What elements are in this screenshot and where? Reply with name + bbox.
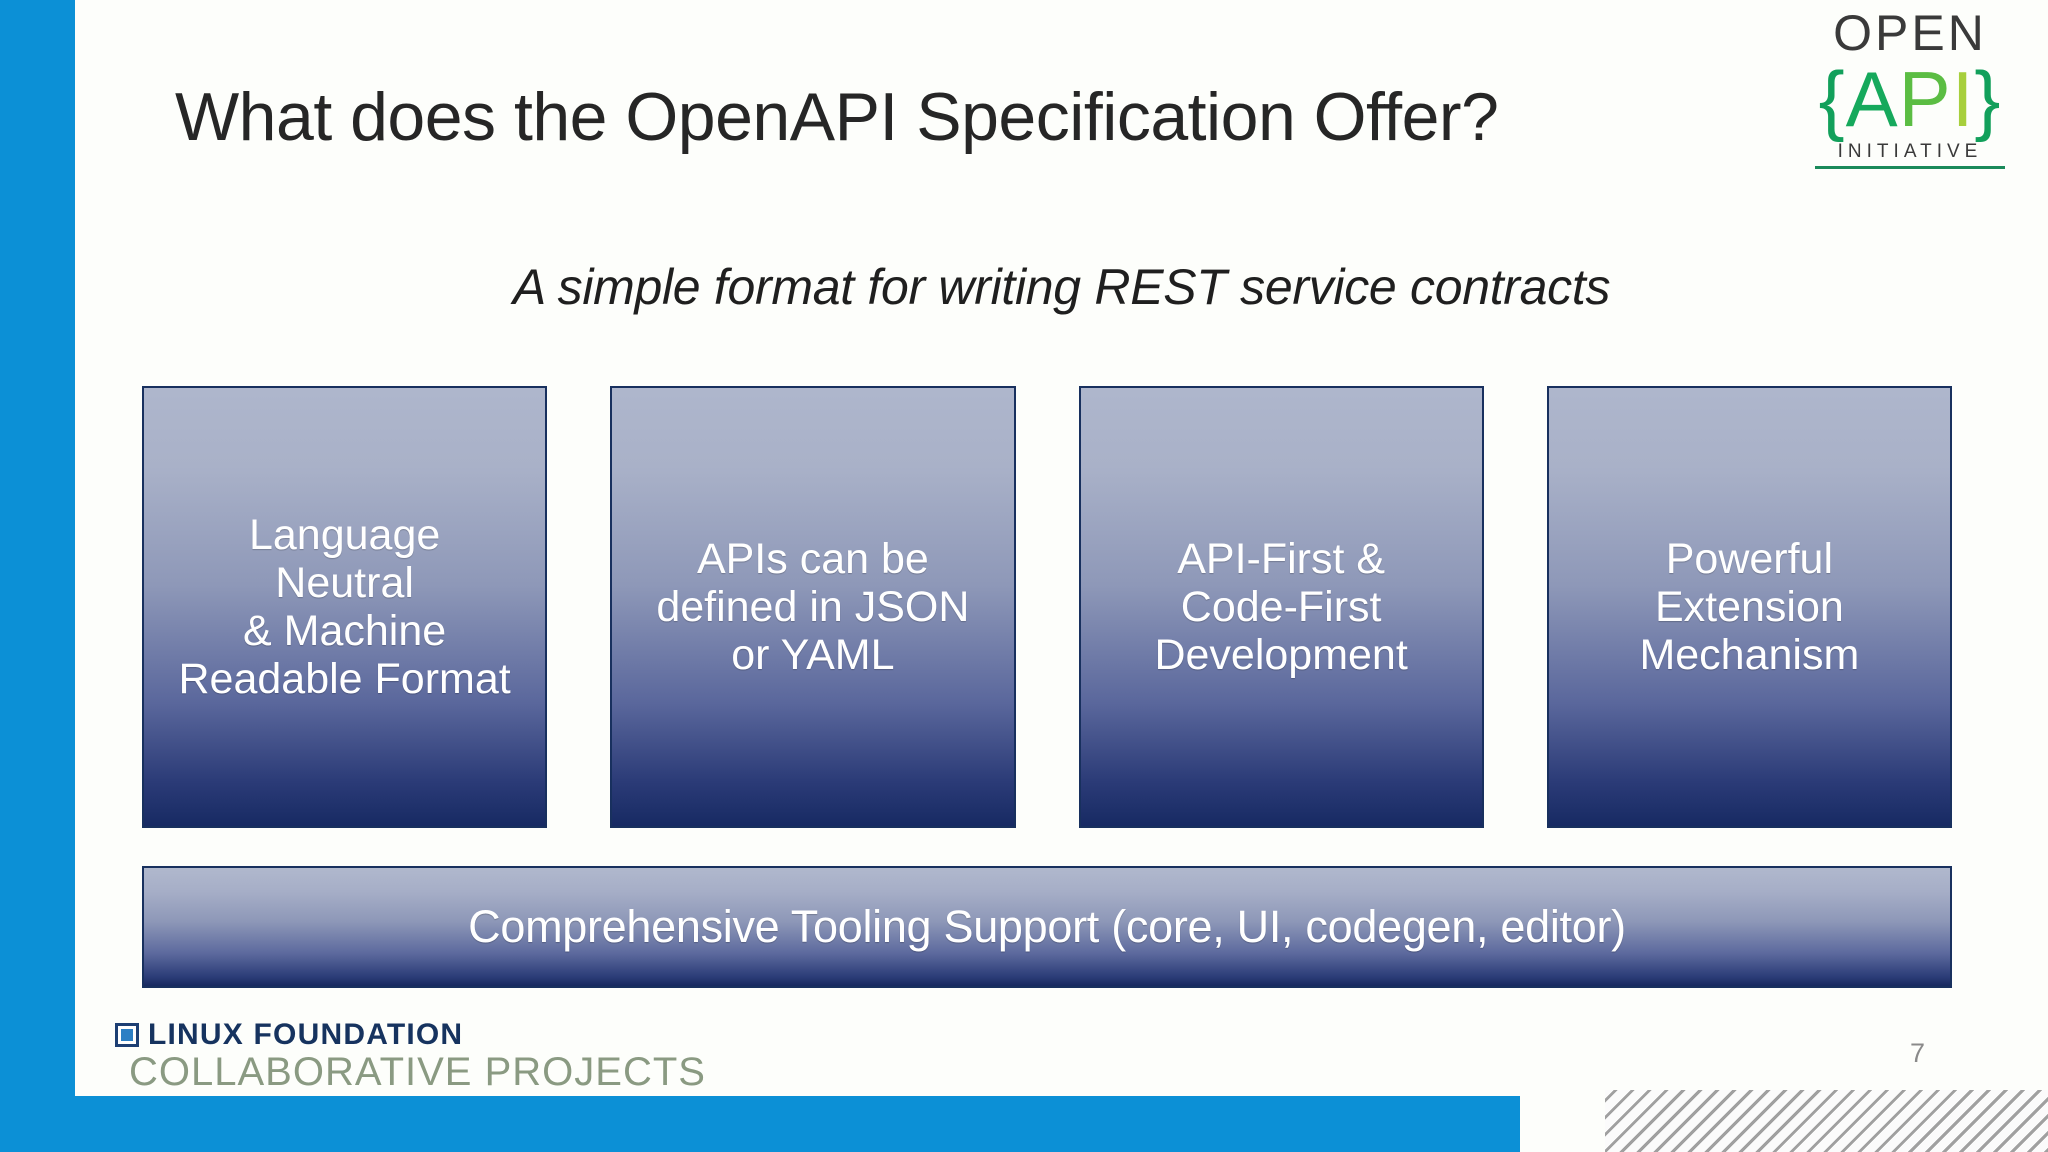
logo-api-text: {API} <box>1800 60 2020 138</box>
feature-box-extension-mechanism: Powerful Extension Mechanism <box>1546 386 1952 828</box>
logo-letter-i: I <box>1951 55 1975 143</box>
linux-foundation-logo: LINUX FOUNDATION COLLABORATIVE PROJECTS <box>115 1020 706 1092</box>
hatched-corner-decoration <box>1605 1090 2048 1152</box>
collaborative-projects-name: COLLABORATIVE PROJECTS <box>129 1050 706 1094</box>
logo-brace-right: } <box>1974 55 2002 143</box>
feature-box-api-first-code-first: API-First & Code-First Development <box>1078 386 1484 828</box>
left-accent-bar <box>0 0 75 1152</box>
feature-box-language-neutral: Language Neutral & Machine Readable Form… <box>142 386 548 828</box>
logo-underline-rule <box>1815 166 2005 169</box>
logo-letter-a: A <box>1845 55 1899 143</box>
tooling-support-banner: Comprehensive Tooling Support (core, UI,… <box>142 866 1952 988</box>
logo-letter-p: P <box>1898 55 1952 143</box>
feature-box-row: Language Neutral & Machine Readable Form… <box>142 386 1952 828</box>
feature-box-text: API-First & Code-First Development <box>1154 534 1408 680</box>
feature-box-text: Language Neutral & Machine Readable Form… <box>178 510 511 704</box>
feature-box-text: Powerful Extension Mechanism <box>1639 534 1860 680</box>
openapi-initiative-logo: OPEN {API} INITIATIVE <box>1800 8 2020 208</box>
feature-box-json-or-yaml: APIs can be defined in JSON or YAML <box>610 386 1016 828</box>
logo-open-text: OPEN <box>1833 5 1987 61</box>
feature-box-text: APIs can be defined in JSON or YAML <box>656 534 970 680</box>
slide-title: What does the OpenAPI Specification Offe… <box>175 79 1499 155</box>
slide-subtitle: A simple format for writing REST service… <box>512 259 1611 315</box>
page-number: 7 <box>1910 1038 1926 1068</box>
linux-foundation-name-row: LINUX FOUNDATION <box>115 1020 706 1050</box>
logo-initiative-text: INITIATIVE <box>1837 141 1983 162</box>
bottom-accent-bar <box>0 1096 1520 1152</box>
tooling-support-banner-text: Comprehensive Tooling Support (core, UI,… <box>468 901 1626 952</box>
linux-foundation-name: LINUX FOUNDATION <box>148 1018 464 1051</box>
logo-brace-left: { <box>1818 55 1846 143</box>
linux-foundation-mark-icon <box>115 1023 139 1047</box>
